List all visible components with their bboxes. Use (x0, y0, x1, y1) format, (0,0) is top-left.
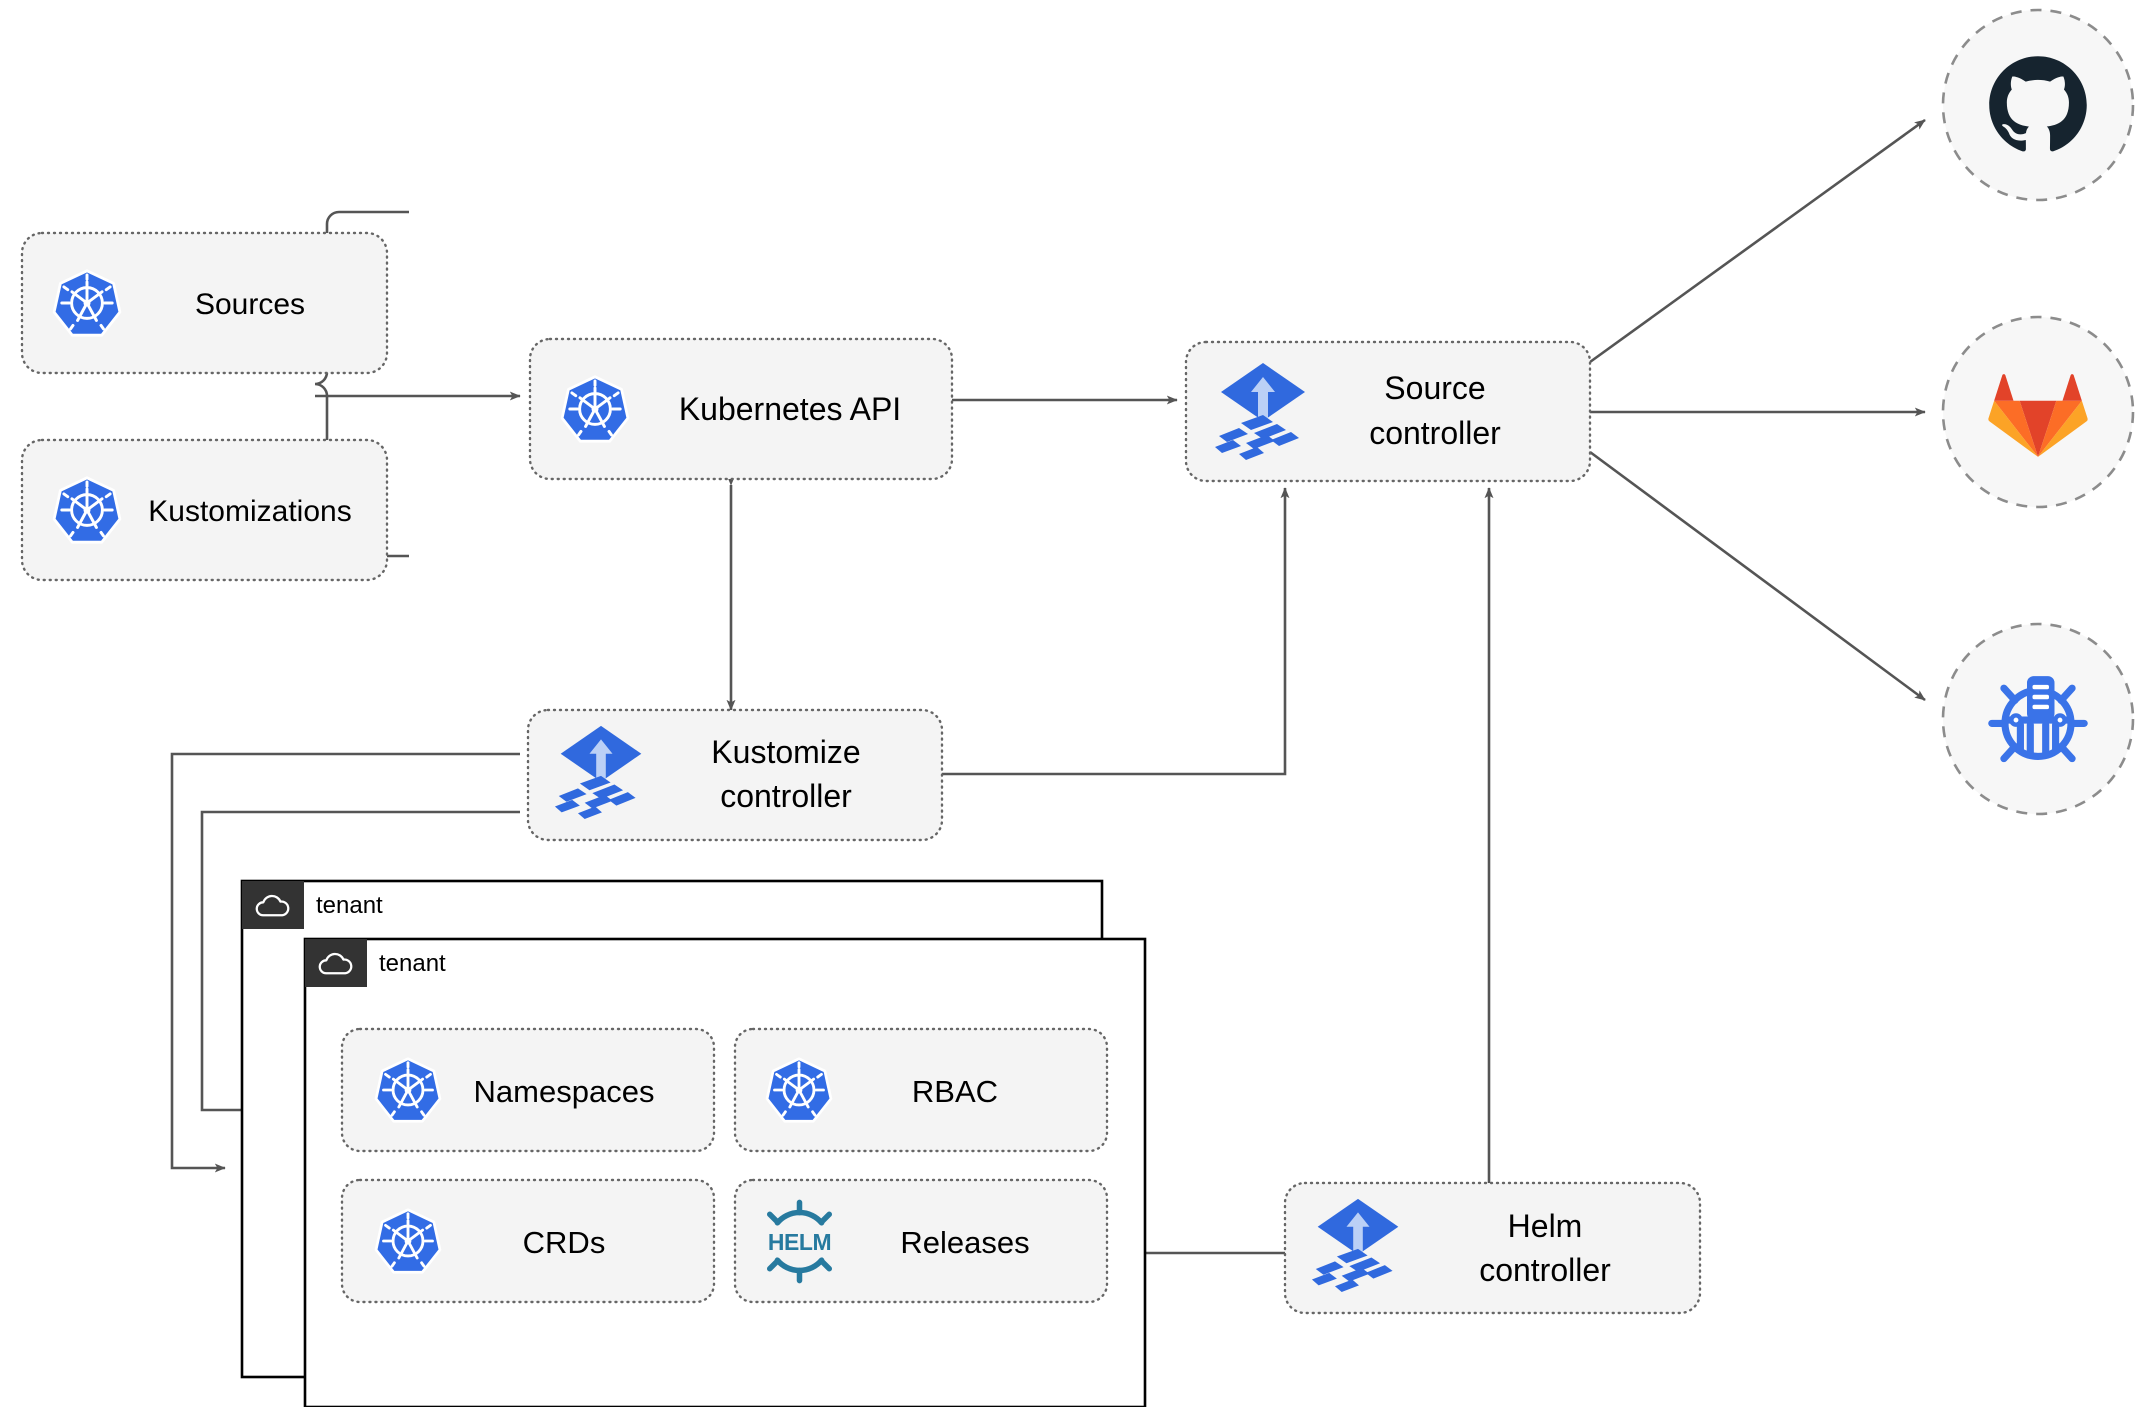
provider-github[interactable] (1941, 8, 2135, 202)
helm-controller-box[interactable]: Helm controller (1283, 1181, 1702, 1315)
resource-label-namespaces: Namespaces (474, 1074, 655, 1109)
arrow-source-to-registry (1589, 450, 1926, 702)
kubernetes-icon (52, 269, 122, 337)
kubernetes-icon (374, 1057, 442, 1123)
tenant-resource-rbac[interactable]: RBAC (733, 1027, 1109, 1153)
kubernetes-api-box[interactable]: Kubernetes API (528, 337, 954, 481)
helm-controller-label-line2: controller (1479, 1252, 1611, 1288)
tenant-resource-namespaces[interactable]: Namespaces (340, 1027, 716, 1153)
tenant-back-label: tenant (316, 892, 383, 919)
kubernetes-icon (374, 1208, 442, 1274)
tenant-back-tab (242, 881, 304, 929)
kustomize-controller-label-line1: Kustomize (711, 734, 860, 770)
arrow-kustomize-to-source (941, 487, 1290, 776)
tenant-front-label: tenant (379, 950, 446, 977)
crd-box-sources[interactable]: Sources (20, 231, 389, 375)
resource-label-rbac: RBAC (912, 1074, 998, 1109)
arrow-source-to-github (1589, 118, 1926, 364)
tenant-front-tab (305, 939, 367, 987)
kustomize-controller-label-line2: controller (720, 778, 852, 814)
crd-label-sources: Sources (195, 288, 305, 321)
resource-label-crds: CRDs (523, 1225, 606, 1260)
connector-layer (170, 118, 1926, 1258)
kubernetes-api-label: Kubernetes API (679, 391, 901, 427)
tenant-front[interactable]: tenant (303, 937, 1147, 1407)
crd-label-kustomizations: Kustomizations (148, 495, 351, 528)
tenant-resource-crds[interactable]: CRDs (340, 1178, 716, 1304)
provider-gitlab[interactable] (1941, 315, 2135, 509)
provider-helm-repository[interactable] (1941, 622, 2135, 816)
crd-box-kustomizations[interactable]: Kustomizations (20, 438, 389, 582)
arrow-kustomize-to-tenant-back (170, 752, 520, 1173)
helm-controller-label-line1: Helm (1508, 1208, 1583, 1244)
source-controller-label-line2: controller (1369, 415, 1501, 451)
resource-label-releases: Releases (900, 1225, 1029, 1260)
kubernetes-icon (52, 476, 122, 544)
kustomize-controller-box[interactable]: Kustomize controller (526, 708, 944, 842)
kubernetes-icon (560, 375, 630, 443)
source-controller-label-line1: Source (1384, 370, 1485, 406)
tenant-resource-releases[interactable]: Releases (733, 1178, 1109, 1304)
source-controller-box[interactable]: Source controller (1184, 340, 1592, 483)
kubernetes-icon (765, 1057, 833, 1123)
